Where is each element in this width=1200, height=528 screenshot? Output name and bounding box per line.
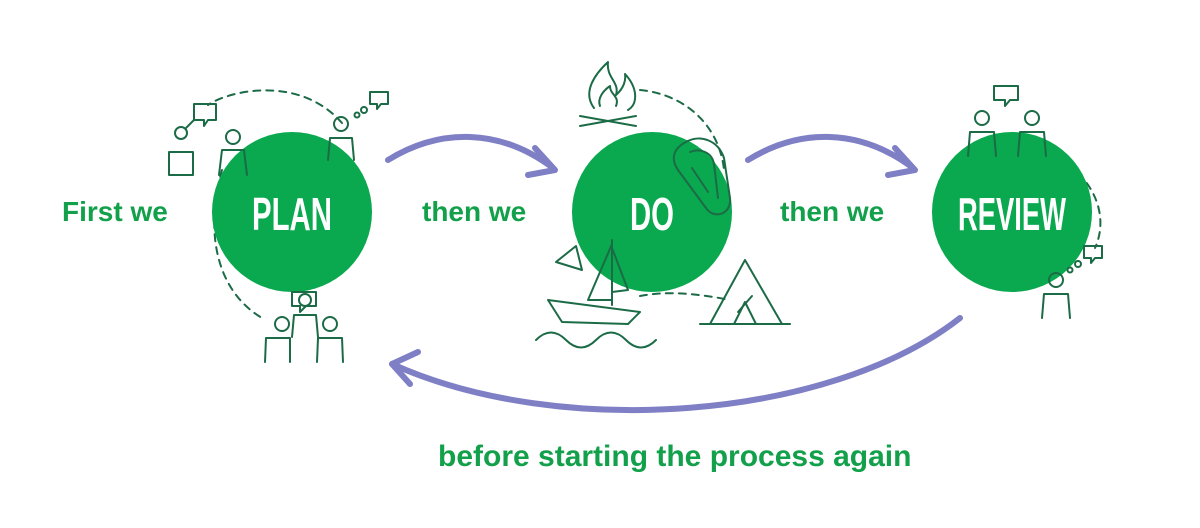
label-then-we-1: then we <box>422 196 527 227</box>
do-orbit-dashed-line-lower <box>639 292 731 301</box>
stage-label-plan: PLAN <box>252 188 332 240</box>
people-with-speech-bubbles-icon <box>168 91 389 363</box>
label-before-starting-again: before starting the process again <box>438 440 912 473</box>
arrow-review-to-plan <box>389 315 963 414</box>
review-orbit-dashed-line <box>1034 144 1102 249</box>
plan-orbit-dashed-line-lower <box>213 169 263 319</box>
sailboat-icon <box>535 239 657 349</box>
label-first-we: First we <box>62 196 168 227</box>
arrow-do-to-review <box>745 134 918 178</box>
stage-label-review: REVIEW <box>958 188 1066 240</box>
do-orbit-dashed-line <box>639 89 725 171</box>
tent-icon <box>699 259 791 325</box>
campfire-icon <box>579 61 637 127</box>
review-people-icon <box>967 85 1103 319</box>
arrow-plan-to-do <box>385 134 558 178</box>
stage-circle-review: REVIEW <box>932 132 1092 292</box>
stage-circle-do: DO <box>572 132 732 292</box>
label-then-we-2: then we <box>780 196 885 227</box>
stage-label-do: DO <box>630 188 674 240</box>
plan-orbit-dashed-line <box>207 89 343 124</box>
stage-circle-plan: PLAN <box>212 132 372 292</box>
carabiner-icon <box>672 137 732 216</box>
